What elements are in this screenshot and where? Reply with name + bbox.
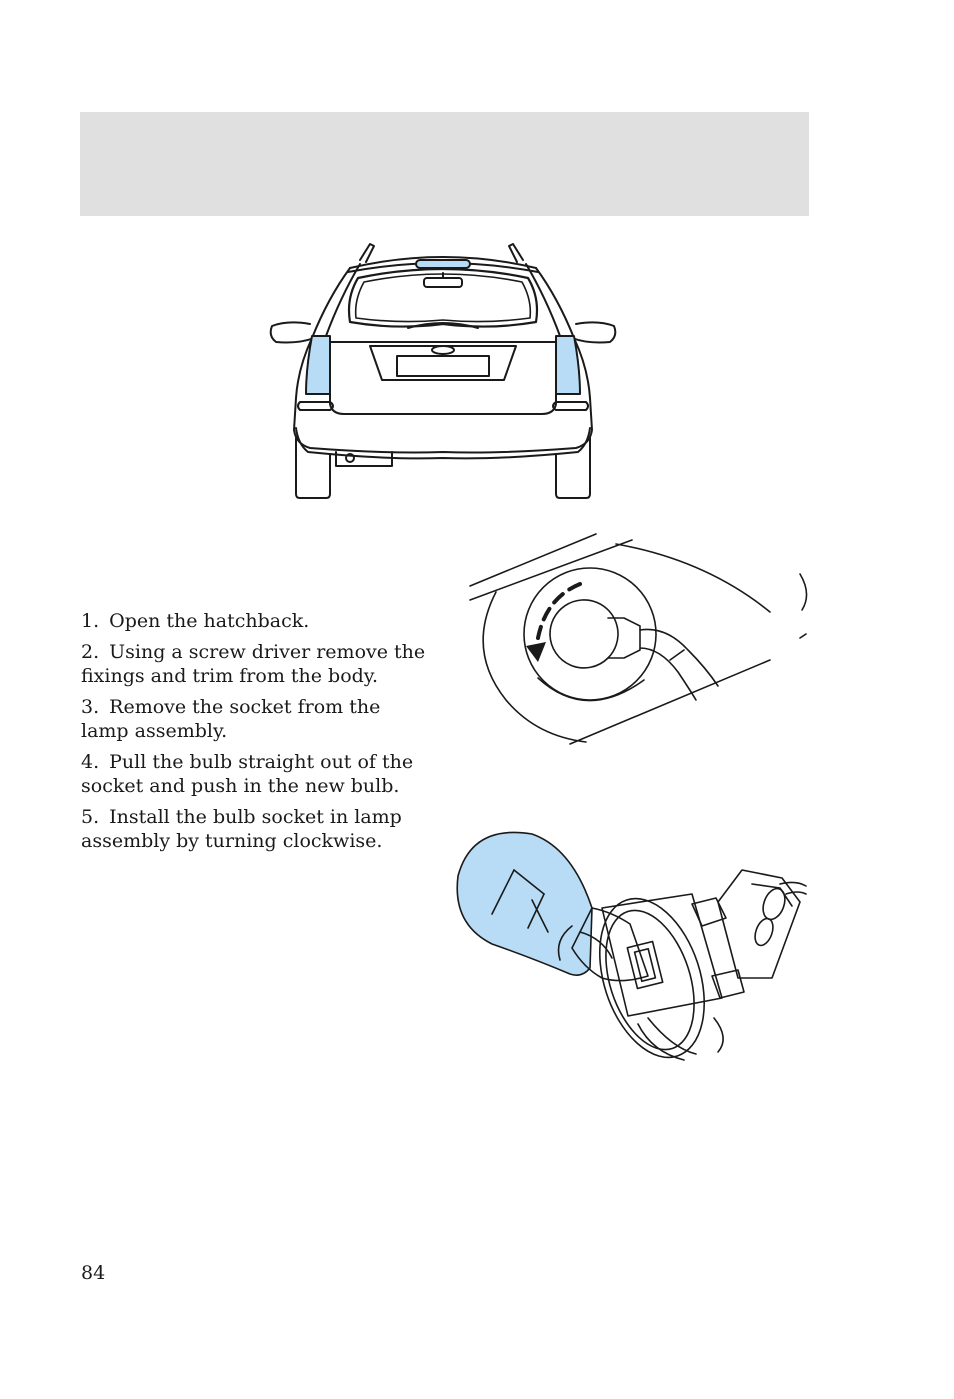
step-number: 2. bbox=[81, 641, 100, 663]
step-text: Remove the socket from the lamp assembly… bbox=[81, 696, 381, 742]
list-item: 5.Install the bulb socket in lamp assemb… bbox=[81, 805, 431, 853]
step-number: 4. bbox=[81, 751, 100, 773]
lamp-socket-rotation-illustration bbox=[469, 533, 808, 745]
list-item: 2.Using a screw driver remove the fixing… bbox=[81, 640, 431, 688]
step-text: Pull the bulb straight out of the socket… bbox=[81, 751, 414, 797]
list-item: 1. Open the hatchback. bbox=[81, 609, 431, 633]
step-number: 5. bbox=[81, 806, 100, 828]
header-band bbox=[80, 112, 809, 216]
step-text: Open the hatchback. bbox=[109, 610, 310, 632]
page-number: 84 bbox=[81, 1262, 106, 1284]
step-text: Install the bulb socket in lamp assembly… bbox=[81, 806, 402, 852]
list-item: 3.Remove the socket from the lamp assemb… bbox=[81, 695, 431, 743]
list-item: 4.Pull the bulb straight out of the sock… bbox=[81, 750, 431, 798]
bulb-and-socket-illustration bbox=[456, 831, 807, 1061]
step-number: 3. bbox=[81, 696, 100, 718]
car-rear-view-illustration bbox=[269, 243, 617, 499]
step-text: Using a screw driver remove the fixings … bbox=[81, 641, 426, 687]
step-number: 1. bbox=[81, 610, 100, 632]
instruction-list: 1. Open the hatchback. 2.Using a screw dr… bbox=[81, 609, 431, 860]
